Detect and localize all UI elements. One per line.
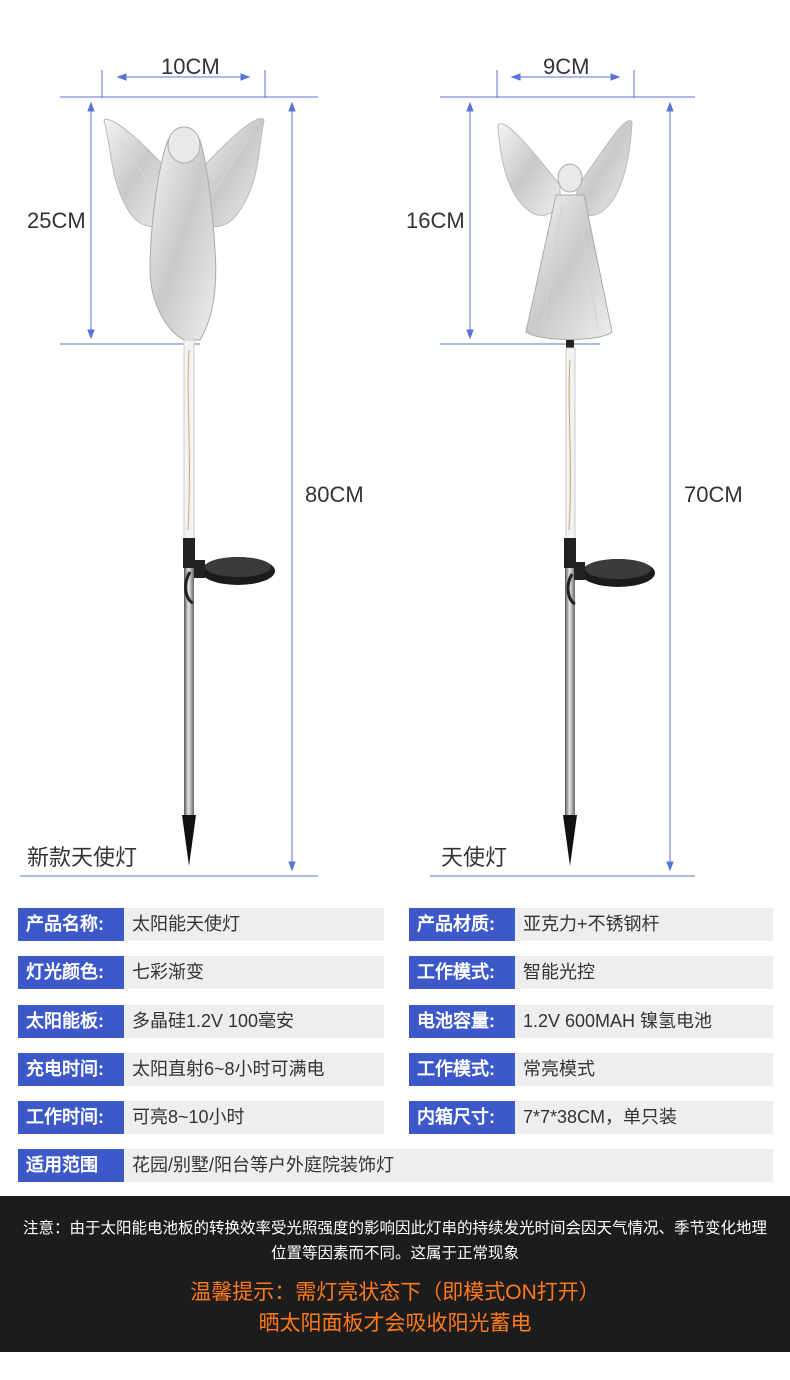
spec-row: 灯光颜色: 七彩渐变 <box>18 956 384 989</box>
spec-value: 亚克力+不锈钢杆 <box>515 908 773 941</box>
spec-value: 太阳能天使灯 <box>124 908 384 941</box>
right-product-name: 天使灯 <box>441 845 508 870</box>
left-total-height-label: 80CM <box>305 482 364 507</box>
left-width-label: 10CM <box>161 54 220 79</box>
tip-line-2: 晒太阳面板才会吸收阳光蓄电 <box>258 1312 532 1335</box>
right-width-label: 9CM <box>543 54 590 79</box>
spec-row: 充电时间: 太阳直射6~8小时可满电 <box>18 1053 384 1086</box>
spec-label: 充电时间: <box>18 1053 124 1086</box>
right-total-height-label: 70CM <box>684 482 743 507</box>
notice-panel: 注意：由于太阳能电池板的转换效率受光照强度的影响因此灯串的持续发光时间会因天气情… <box>0 1196 790 1352</box>
tip-line-1: 温馨提示：需灯亮状态下（即模式ON打开） <box>190 1281 600 1304</box>
spec-label: 产品材质: <box>409 908 515 941</box>
spec-label: 产品名称: <box>18 908 124 941</box>
spec-label: 工作模式: <box>409 956 515 989</box>
spec-row: 工作模式: 智能光控 <box>409 956 773 989</box>
spec-row: 内箱尺寸: 7*7*38CM，单只装 <box>409 1101 773 1134</box>
spec-label: 工作模式: <box>409 1053 515 1086</box>
spec-row: 工作模式: 常亮模式 <box>409 1053 773 1086</box>
spec-label: 太阳能板: <box>18 1005 124 1038</box>
product-illustration <box>20 70 695 877</box>
spec-label: 电池容量: <box>409 1005 515 1038</box>
spec-row: 产品名称: 太阳能天使灯 <box>18 908 384 941</box>
spec-row: 工作时间: 可亮8~10小时 <box>18 1101 384 1134</box>
spec-value: 1.2V 600MAH 镍氢电池 <box>515 1005 773 1038</box>
spec-row: 产品材质: 亚克力+不锈钢杆 <box>409 908 773 941</box>
spec-value: 太阳直射6~8小时可满电 <box>124 1053 384 1086</box>
spec-row: 适用范围 花园/别墅/阳台等户外庭院装饰灯 <box>18 1149 773 1182</box>
spec-label: 适用范围 <box>18 1149 124 1182</box>
spec-label: 灯光颜色: <box>18 956 124 989</box>
spec-row: 电池容量: 1.2V 600MAH 镍氢电池 <box>409 1005 773 1038</box>
right-head-height-label: 16CM <box>406 208 465 233</box>
left-head-height-label: 25CM <box>27 208 86 233</box>
spec-value: 智能光控 <box>515 956 773 989</box>
spec-value: 花园/别墅/阳台等户外庭院装饰灯 <box>124 1149 773 1182</box>
right-angel-lamp <box>497 120 655 866</box>
spec-value: 常亮模式 <box>515 1053 773 1086</box>
spec-label: 工作时间: <box>18 1101 124 1134</box>
right-dimension-lines <box>430 70 695 877</box>
left-dimension-lines <box>20 70 318 877</box>
spec-value: 可亮8~10小时 <box>124 1101 384 1134</box>
spec-value: 7*7*38CM，单只装 <box>515 1101 773 1134</box>
spec-label: 内箱尺寸: <box>409 1101 515 1134</box>
left-angel-lamp <box>103 118 275 866</box>
notice-text: 注意：由于太阳能电池板的转换效率受光照强度的影响因此灯串的持续发光时间会因天气情… <box>22 1220 767 1262</box>
spec-value: 七彩渐变 <box>124 956 384 989</box>
left-product-name: 新款天使灯 <box>27 845 138 870</box>
spec-row: 太阳能板: 多晶硅1.2V 100毫安 <box>18 1005 384 1038</box>
spec-value: 多晶硅1.2V 100毫安 <box>124 1005 384 1038</box>
